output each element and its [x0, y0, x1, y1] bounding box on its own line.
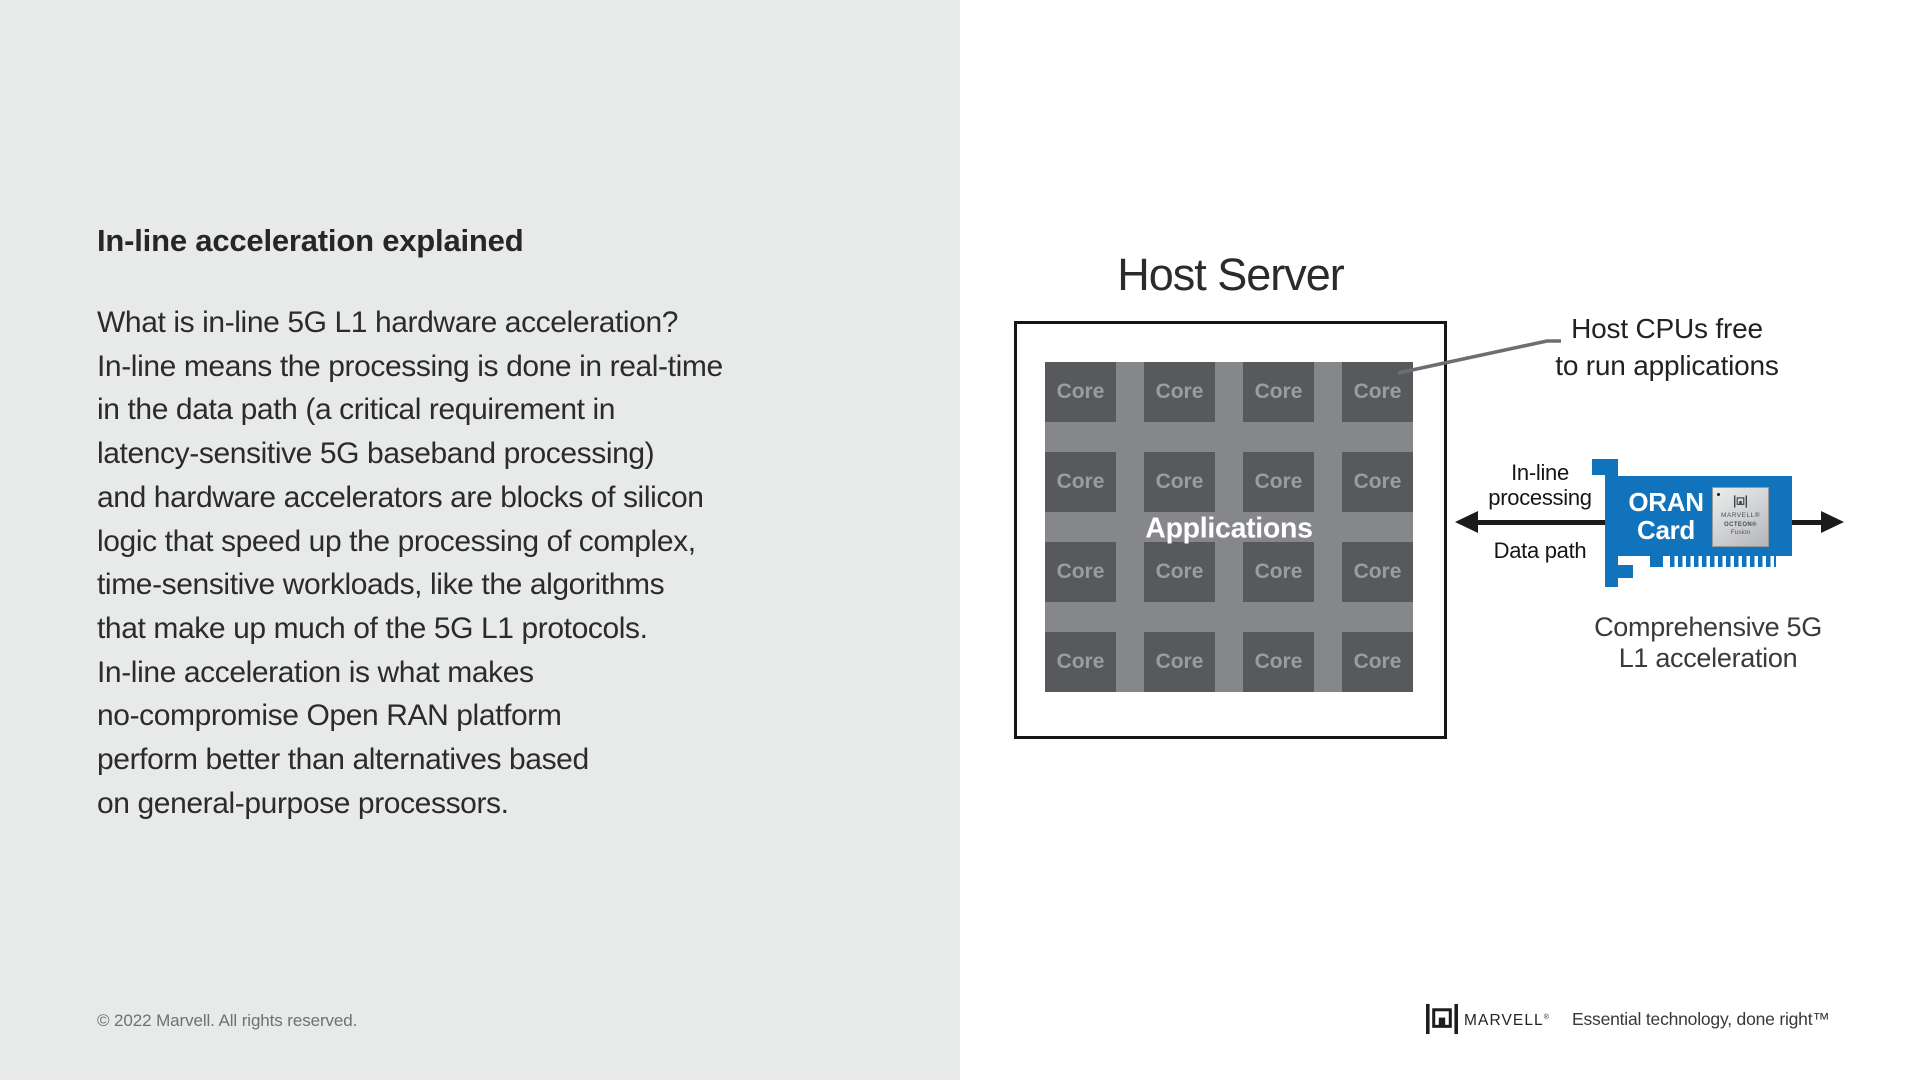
card-caption: Comprehensive 5G L1 acceleration: [1594, 612, 1822, 673]
core-tile: Core: [1045, 542, 1116, 602]
core-tile: Core: [1243, 362, 1314, 422]
inline-processing-label: In-line processing: [1488, 460, 1592, 510]
host-cpus-annotation: Host CPUs free to run applications: [1555, 313, 1779, 381]
core-tile: Core: [1342, 632, 1413, 692]
marvell-logo-icon: [1426, 1003, 1458, 1035]
chip-pin1-dot: [1717, 493, 1720, 496]
core-tile: Core: [1144, 542, 1215, 602]
left-arrow-icon: [1455, 511, 1478, 533]
marvell-logo-icon: [1734, 495, 1747, 508]
core-tile: Core: [1045, 632, 1116, 692]
right-arrow-shaft: [1792, 520, 1822, 525]
core-tile: Core: [1045, 452, 1116, 512]
pcie-bracket-foot: [1605, 565, 1633, 578]
left-arrow-shaft: [1477, 520, 1605, 525]
pcie-connector-fingers: [1670, 556, 1776, 567]
core-tile: Core: [1144, 362, 1215, 422]
marvell-wordmark: MARVELL®: [1464, 1012, 1549, 1030]
octeon-chip: MARVELL® OCTEON® Fusion: [1712, 487, 1769, 547]
core-tile: Core: [1243, 632, 1314, 692]
core-tile: Core: [1045, 362, 1116, 422]
chip-brand-text: MARVELL®: [1720, 512, 1761, 519]
core-tile: Core: [1243, 542, 1314, 602]
wordmark-text: MARVELL: [1464, 1012, 1544, 1029]
page-title: In-line acceleration explained: [97, 223, 524, 258]
text-panel: In-line acceleration explained What is i…: [0, 0, 960, 1080]
applications-label: Applications: [1145, 512, 1313, 545]
chip-family-text: Fusion: [1730, 529, 1751, 536]
copyright-notice: © 2022 Marvell. All rights reserved.: [97, 1011, 358, 1030]
core-tile: Core: [1144, 452, 1215, 512]
cpu-core-grid: Core Core Core Core Core Core Core Core …: [1045, 362, 1413, 692]
right-arrow-icon: [1821, 511, 1844, 533]
pcie-connector-key: [1650, 556, 1663, 567]
core-tile: Core: [1342, 362, 1413, 422]
wordmark-registered-mark: ®: [1543, 1013, 1549, 1021]
host-server-title: Host Server: [1117, 249, 1345, 300]
brand-tagline: Essential technology, done right™: [1572, 1009, 1830, 1029]
chip-product-text: OCTEON®: [1724, 522, 1757, 528]
core-tile: Core: [1342, 542, 1413, 602]
body-paragraph: What is in-line 5G L1 hardware accelerat…: [97, 306, 723, 820]
core-tile: Core: [1342, 452, 1413, 512]
pcie-bracket: [1605, 459, 1618, 587]
core-tile: Core: [1144, 632, 1215, 692]
data-path-label: Data path: [1493, 538, 1587, 563]
oran-card-label: ORAN Card: [1628, 487, 1704, 545]
core-tile: Core: [1243, 452, 1314, 512]
